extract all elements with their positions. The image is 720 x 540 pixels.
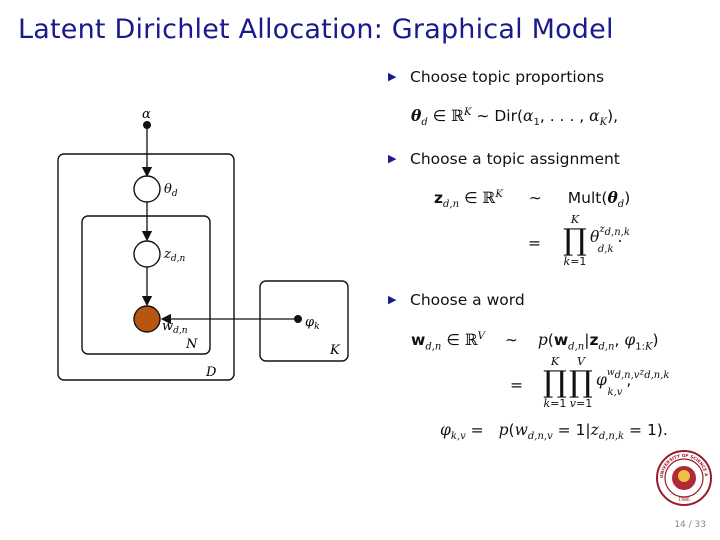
equation-theta-dirichlet: θd ∈ ℝK ∼ Dir(α1, . . . , αK), (411, 106, 619, 129)
equation-phi-power: φwd,n,vzd,n,kk,v, (596, 367, 670, 398)
equation-w-product-eq: = (510, 376, 523, 394)
equation-phi-definition: φk,v = p(wd,n,v = 1|zd,n,k = 1). (440, 421, 668, 443)
university-seal-logo: UNIVERSITY OF SCIENCE AND TECHNOLOGY 198… (655, 449, 712, 506)
bullet-triangle-icon: ▶ (388, 70, 397, 83)
phi-node (294, 315, 302, 323)
alpha-node (143, 121, 151, 129)
slide-title: Latent Dirichlet Allocation: Graphical M… (18, 14, 614, 45)
w-node (133, 305, 161, 333)
theta-node (133, 175, 161, 203)
z-node (133, 240, 161, 268)
bullet-choose-word: ▶Choose a word (388, 291, 525, 309)
w-label: wd,n (162, 319, 188, 336)
equation-theta-power: θzd,n,kd,k. (590, 224, 630, 256)
product-symbol-k: K∏k=1 (563, 213, 587, 268)
equation-z-product-eq: = (528, 234, 541, 252)
product-symbol-v: V∏v=1 (569, 355, 593, 410)
product-symbol-k2: K∏k=1 (543, 355, 567, 410)
plate-n-label: N (185, 337, 198, 352)
bullet-triangle-icon: ▶ (388, 293, 397, 306)
z-label: zd,n (163, 247, 185, 264)
equation-w-probability: wd,n ∈ ℝV∼p(wd,n|zd,n, φ1:K) (411, 331, 659, 353)
bullet-topic-proportions: ▶Choose topic proportions (388, 68, 605, 86)
plate-k-label: K (329, 343, 341, 358)
phi-label: φk (305, 315, 320, 332)
page-number: 14 / 33 (674, 520, 706, 530)
svg-text:1986: 1986 (678, 497, 690, 503)
plate-d-label: D (205, 365, 217, 380)
theta-label: θd (164, 182, 178, 199)
plate-k (259, 280, 349, 362)
alpha-label: α (142, 107, 151, 122)
bullet-triangle-icon: ▶ (388, 152, 397, 165)
equation-z-multinomial: zd,n ∈ ℝK∼Mult(θd) (434, 188, 631, 211)
plate-d (57, 153, 235, 381)
bullet-topic-assignment: ▶Choose a topic assignment (388, 150, 620, 168)
plate-n (81, 215, 211, 355)
